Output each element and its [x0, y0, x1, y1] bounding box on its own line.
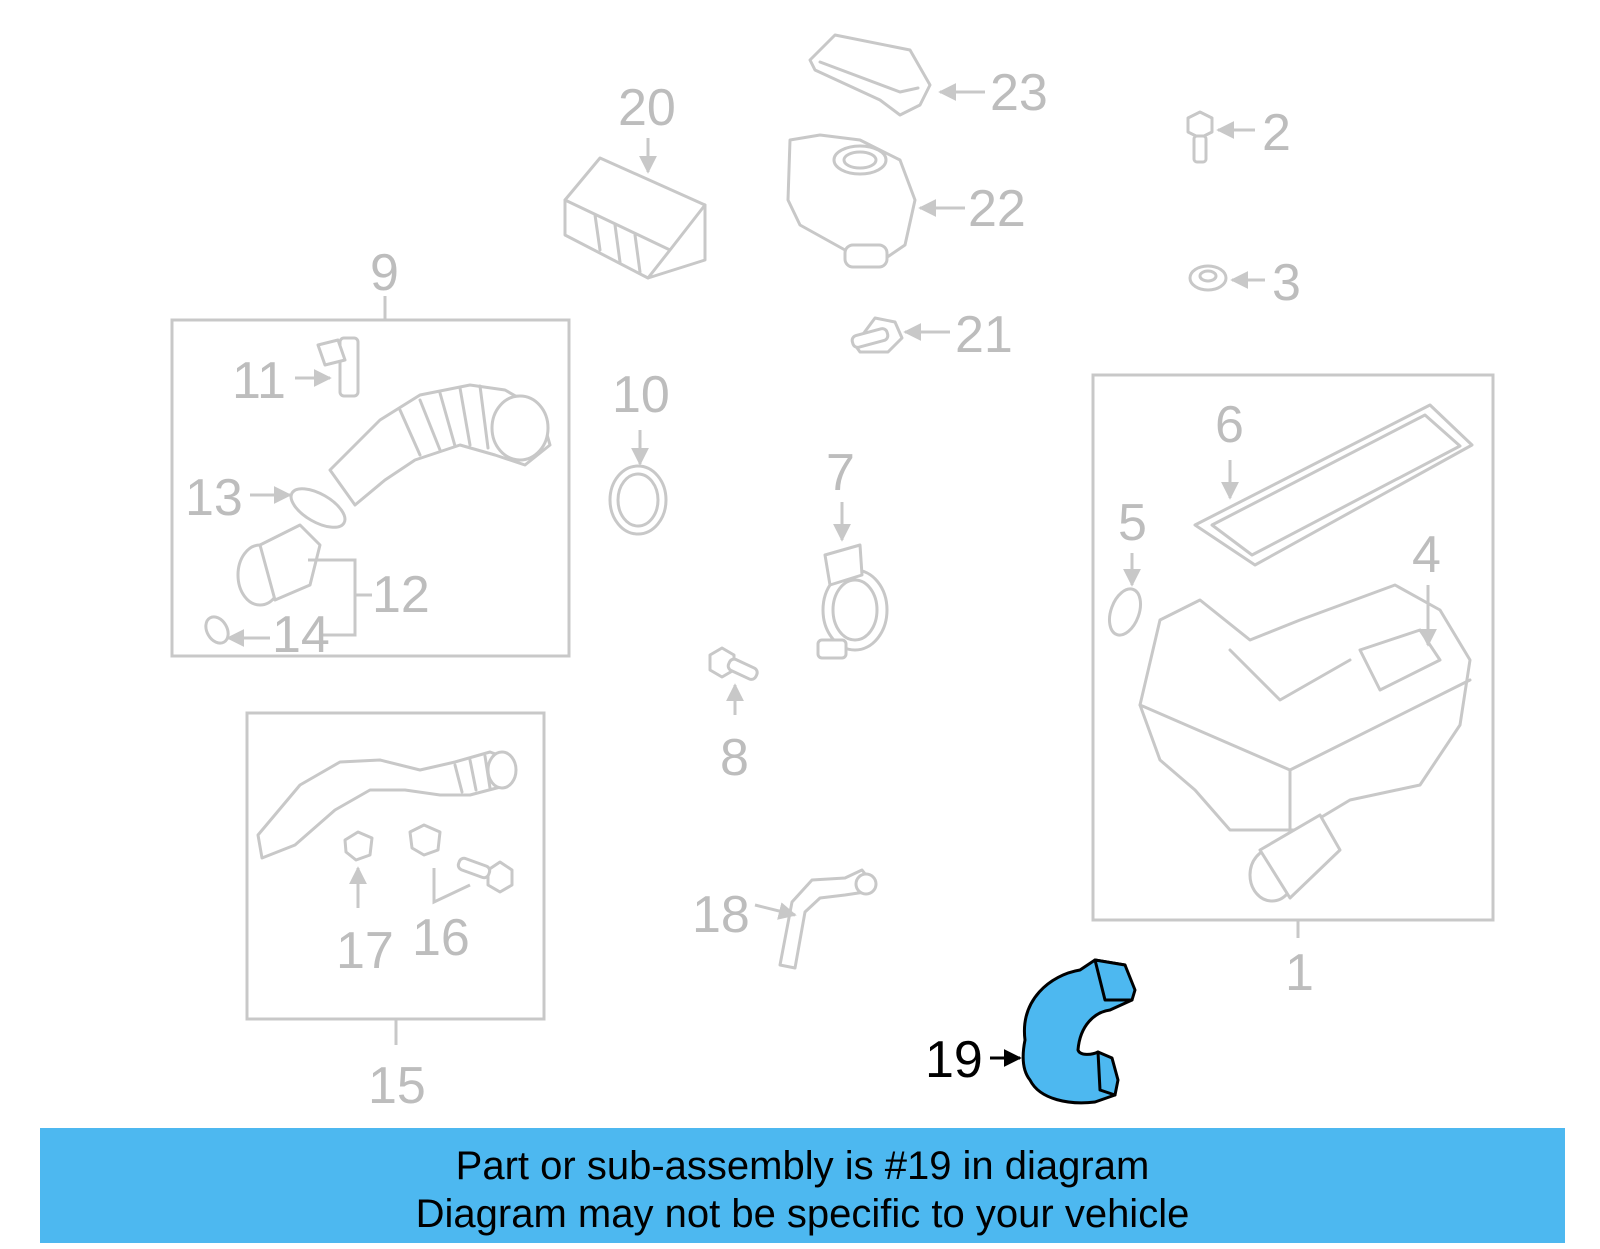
- part-21-bolt[interactable]: 21: [850, 306, 1013, 364]
- callout-4[interactable]: 4: [1412, 526, 1441, 584]
- group-15-tube-assembly[interactable]: 15 17 16: [245, 711, 546, 1115]
- banner-line-1: Part or sub-assembly is #19 in diagram: [455, 1144, 1150, 1188]
- part-22-resonator[interactable]: 22: [786, 133, 1026, 269]
- group-9-air-tube-assembly[interactable]: 9 11 13 12 14: [170, 244, 571, 664]
- part-20-snorkel[interactable]: 20: [563, 79, 707, 280]
- part-2-bolt[interactable]: 2: [1186, 104, 1291, 164]
- callout-1[interactable]: 1: [1285, 944, 1314, 1002]
- banner-line-2: Diagram may not be specific to your vehi…: [415, 1192, 1190, 1236]
- callout-13[interactable]: 13: [185, 469, 243, 527]
- part-19-air-inlet-hose[interactable]: 19: [925, 958, 1137, 1105]
- callout-18[interactable]: 18: [692, 886, 750, 944]
- callout-7[interactable]: 7: [826, 444, 855, 502]
- part-3-grommet[interactable]: 3: [1188, 254, 1301, 312]
- callout-16[interactable]: 16: [412, 909, 470, 967]
- callout-9[interactable]: 9: [370, 244, 399, 302]
- callout-8[interactable]: 8: [720, 729, 749, 787]
- part-10-clamp[interactable]: 10: [608, 366, 670, 536]
- callout-17[interactable]: 17: [336, 922, 394, 980]
- part-8-bolt[interactable]: 8: [708, 646, 759, 787]
- callout-14[interactable]: 14: [272, 606, 330, 664]
- callout-20[interactable]: 20: [618, 79, 676, 137]
- callout-11[interactable]: 11: [232, 352, 286, 410]
- part-18-hose[interactable]: 18: [692, 868, 878, 970]
- info-banner: Part or sub-assembly is #19 in diagram D…: [40, 1128, 1565, 1243]
- callout-21[interactable]: 21: [955, 306, 1013, 364]
- callout-10[interactable]: 10: [612, 366, 670, 424]
- callout-23[interactable]: 23: [990, 64, 1048, 122]
- callout-3[interactable]: 3: [1272, 254, 1301, 312]
- callout-19[interactable]: 19: [925, 1031, 983, 1089]
- callout-12[interactable]: 12: [372, 566, 430, 624]
- callout-15[interactable]: 15: [368, 1057, 426, 1115]
- part-7-maf-sensor[interactable]: 7: [816, 444, 889, 660]
- callout-5[interactable]: 5: [1118, 494, 1147, 552]
- callout-22[interactable]: 22: [968, 180, 1026, 238]
- callout-6[interactable]: 6: [1215, 396, 1244, 454]
- part-23-intake-duct[interactable]: 23: [808, 33, 1048, 122]
- group-1-air-cleaner-assembly[interactable]: 1 6 5 4: [1091, 373, 1495, 1002]
- callout-2[interactable]: 2: [1262, 104, 1291, 162]
